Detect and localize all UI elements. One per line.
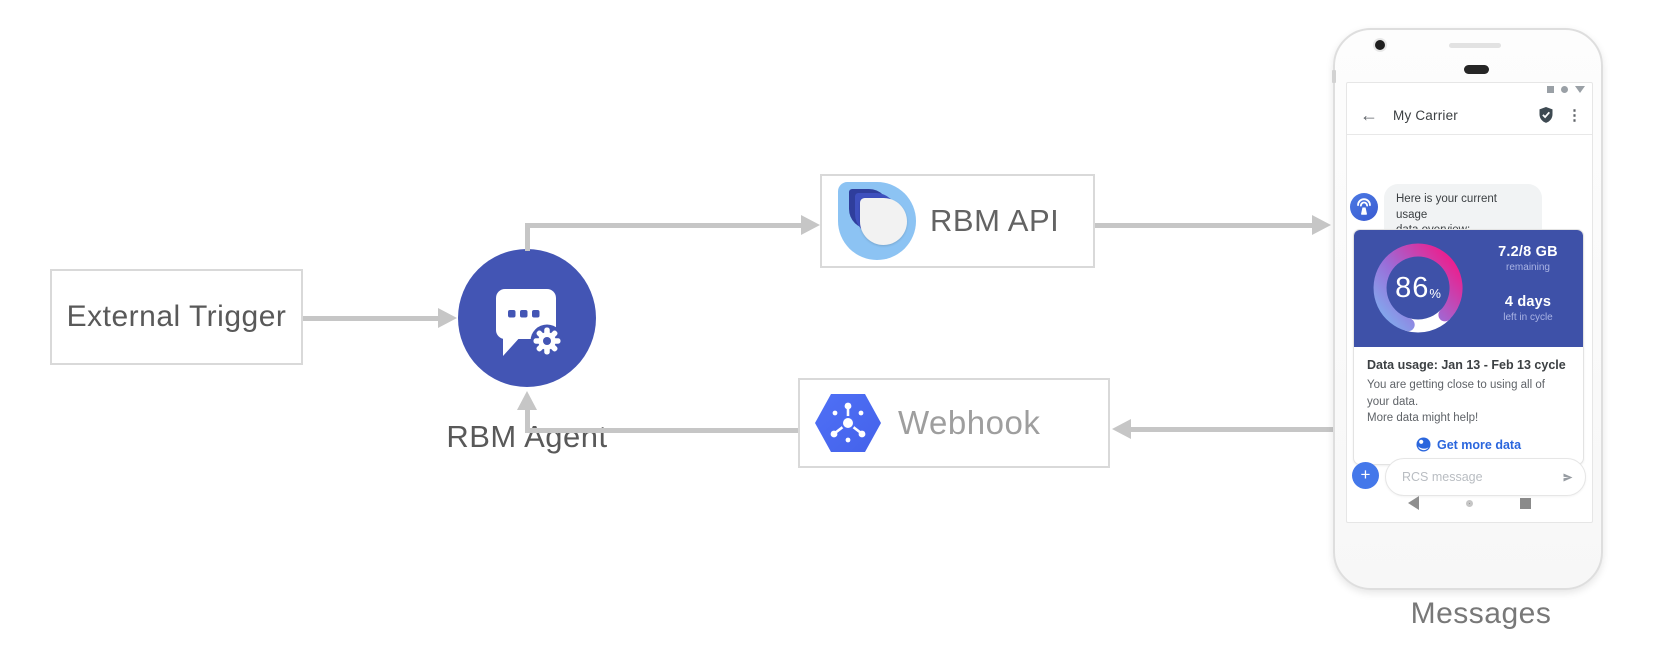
days-left-value: 4 days <box>1504 294 1552 310</box>
status-bar <box>1547 86 1585 93</box>
arrow-trigger-to-agent <box>303 315 439 321</box>
rbm-api-label: RBM API <box>930 203 1060 238</box>
data-usage-card: 86 % 7.2/8 GB remaining 4 days left in c… <box>1353 229 1584 466</box>
arrow-agent-to-api-horizontal <box>524 222 802 228</box>
usage-card-text-line1: You are getting close to using all of yo… <box>1367 379 1545 408</box>
arrow-webhook-to-agent-vertical <box>524 409 530 431</box>
antenna-icon <box>1357 198 1371 215</box>
usage-stats-column: 7.2/8 GB remaining 4 days left in cycle <box>1482 244 1574 323</box>
usage-gauge-panel: 86 % 7.2/8 GB remaining 4 days left in c… <box>1354 230 1583 347</box>
conversation-title: My Carrier <box>1393 107 1458 123</box>
gauge-percent-sign: % <box>1429 285 1441 301</box>
verified-shield-icon <box>1539 107 1553 123</box>
agent-avatar <box>1350 193 1378 221</box>
phone-mockup: ← My Carrier ⋮ <box>1332 28 1603 590</box>
usage-gauge <box>1373 243 1463 333</box>
message-composer <box>1385 458 1586 496</box>
arrow-webhook-to-agent-horizontal <box>524 428 798 433</box>
gauge-value: 86 % <box>1368 238 1468 338</box>
arrowhead-trigger-to-agent <box>438 308 457 328</box>
nav-back-button[interactable] <box>1408 496 1419 510</box>
phone-camera-dot <box>1375 40 1385 50</box>
arrow-agent-to-api-vertical <box>524 224 530 251</box>
external-trigger-label: External Trigger <box>66 300 287 333</box>
days-left-caption: left in cycle <box>1503 312 1553 323</box>
conversation-header: ← My Carrier ⋮ <box>1347 96 1592 134</box>
external-trigger-node: External Trigger <box>50 269 303 365</box>
rbm-agent-node <box>458 249 596 387</box>
add-attachment-button[interactable]: + <box>1352 462 1379 489</box>
phone-side-button <box>1332 70 1336 83</box>
status-circle-icon <box>1561 86 1568 93</box>
arrowhead-api-to-phone <box>1312 215 1331 235</box>
get-more-data-label: Get more data <box>1436 437 1522 452</box>
header-divider <box>1347 134 1592 135</box>
rbm-api-node: RBM API <box>820 174 1095 268</box>
back-icon[interactable]: ← <box>1360 104 1378 125</box>
chat-gear-icon <box>496 289 564 358</box>
usage-card-text-line2: More data might help! <box>1367 412 1479 425</box>
gauge-percent: 86 <box>1395 271 1430 304</box>
send-icon[interactable] <box>1563 469 1573 486</box>
overflow-menu-icon[interactable]: ⋮ <box>1567 107 1582 124</box>
android-nav-bar <box>1347 490 1592 516</box>
rbm-api-logo-icon <box>838 182 916 260</box>
arrowhead-webhook-to-agent <box>517 391 537 410</box>
webhook-hexagon-icon <box>815 394 881 452</box>
usage-remaining-caption: remaining <box>1506 262 1550 273</box>
webhook-node: Webhook <box>798 378 1110 468</box>
phone-speaker <box>1464 65 1489 74</box>
messages-caption: Messages <box>1410 597 1552 630</box>
usage-remaining-value: 7.2/8 GB <box>1498 244 1558 260</box>
usage-card-text: You are getting close to using all of yo… <box>1367 377 1570 427</box>
webhook-label: Webhook <box>898 404 1041 441</box>
phone-earpiece-slot <box>1449 43 1501 48</box>
arrowhead-agent-to-api <box>801 215 820 235</box>
globe-icon <box>1416 437 1431 452</box>
status-square-icon <box>1547 86 1554 93</box>
bubble-line1: Here is your current usage <box>1396 193 1497 221</box>
arrow-api-to-phone <box>1095 222 1313 228</box>
nav-recents-button[interactable] <box>1520 497 1531 509</box>
rcs-message-input[interactable] <box>1402 470 1563 484</box>
get-more-data-button[interactable]: Get more data <box>1367 437 1570 452</box>
nav-home-button[interactable] <box>1466 499 1473 507</box>
arrowhead-phone-to-webhook <box>1112 419 1131 439</box>
phone-screen: ← My Carrier ⋮ <box>1346 82 1593 523</box>
arrow-phone-to-webhook <box>1131 426 1333 432</box>
status-triangle-icon <box>1575 86 1585 93</box>
usage-card-title: Data usage: Jan 13 - Feb 13 cycle <box>1367 358 1566 372</box>
usage-card-body: Data usage: Jan 13 - Feb 13 cycle You ar… <box>1354 347 1583 464</box>
